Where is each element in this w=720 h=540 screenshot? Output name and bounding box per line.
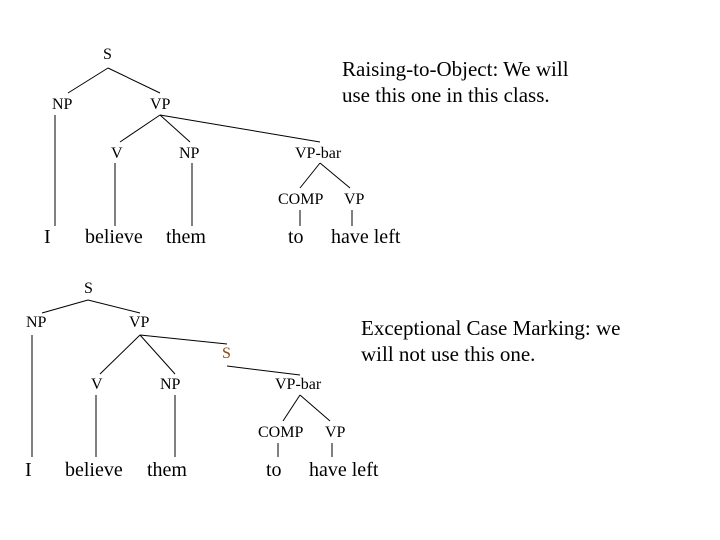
t1-caption: Raising-to-Object: We will use this one … xyxy=(342,56,569,108)
branch2-vpbar-comp xyxy=(282,394,301,422)
branch-s-vp xyxy=(107,67,161,94)
t2-caption-line2: will not use this one. xyxy=(361,342,536,366)
t1-caption-line1: Raising-to-Object: We will xyxy=(342,57,569,81)
t1-node-comp: COMP xyxy=(278,191,324,208)
branch-vp-vpbar xyxy=(159,114,321,143)
t2-node-vp-inner: VP xyxy=(325,424,346,441)
branch-vpbar-comp xyxy=(299,162,321,189)
branch2-s-np xyxy=(41,299,89,314)
branch-vpbar-vp xyxy=(319,162,351,189)
branch-vp-np xyxy=(159,114,191,143)
t2-caption-line1: Exceptional Case Marking: we xyxy=(361,316,621,340)
branch2-vp-s xyxy=(139,334,228,345)
t1-node-vp: VP xyxy=(150,96,171,113)
t1-word-them: them xyxy=(166,226,206,248)
t1-node-np-subject: NP xyxy=(52,96,73,113)
branch-vp-v xyxy=(119,114,161,143)
t1-node-vp-inner: VP xyxy=(344,191,365,208)
t2-node-s: S xyxy=(84,280,93,297)
t2-caption: Exceptional Case Marking: we will not us… xyxy=(361,315,621,367)
t1-node-vp-bar: VP-bar xyxy=(295,145,342,162)
t1-word-to: to xyxy=(288,226,304,248)
t2-node-s-embedded: S xyxy=(222,345,231,362)
branch2-vp-v xyxy=(99,334,141,375)
t1-node-s: S xyxy=(103,46,112,63)
branch2-vp-np xyxy=(139,334,176,375)
t1-node-np-object: NP xyxy=(179,145,200,162)
t2-node-vp: VP xyxy=(129,314,150,331)
branch2-vpbar-vp xyxy=(299,394,331,422)
t1-word-i: I xyxy=(44,226,51,248)
branch-s-np xyxy=(67,67,109,94)
branch2-s-vpbar xyxy=(226,365,301,376)
t1-caption-line2: use this one in this class. xyxy=(342,83,550,107)
t2-node-np-object: NP xyxy=(160,376,181,393)
t2-word-i: I xyxy=(25,459,32,481)
t1-word-have-left: have left xyxy=(331,226,401,248)
t2-word-to: to xyxy=(266,459,282,481)
t1-node-v: V xyxy=(111,145,123,162)
t2-node-np-subject: NP xyxy=(26,314,47,331)
t2-word-have-left: have left xyxy=(309,459,379,481)
t2-word-believe: believe xyxy=(65,459,123,481)
t2-node-vp-bar: VP-bar xyxy=(275,376,322,393)
t1-word-believe: believe xyxy=(85,226,143,248)
t2-node-comp: COMP xyxy=(258,424,304,441)
branch2-s-vp xyxy=(87,299,141,314)
t2-word-them: them xyxy=(147,459,187,481)
t2-node-v: V xyxy=(91,376,103,393)
